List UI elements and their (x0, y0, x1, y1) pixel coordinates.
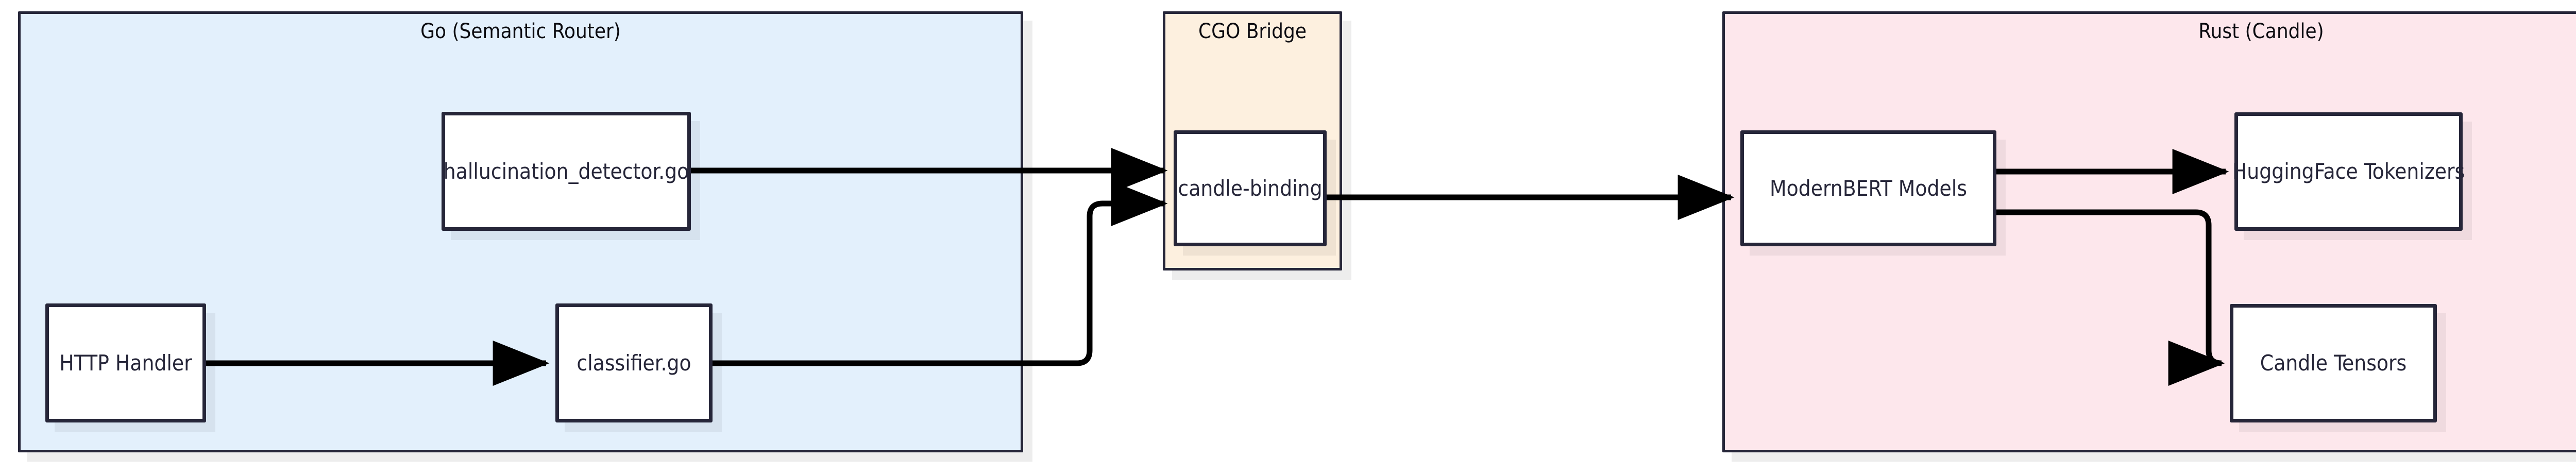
cluster-rust-title: Rust (Candle) (2198, 20, 2324, 43)
cluster-cgo-title: CGO Bridge (1198, 20, 1307, 43)
node-hallucination-detector-label: hallucination_detector.go (443, 158, 689, 184)
node-hallucination-detector[interactable]: hallucination_detector.go (442, 112, 691, 231)
node-huggingface-tokenizers-label: HuggingFace Tokenizers (2232, 159, 2465, 184)
node-candle-binding-label: candle-binding (1178, 175, 1323, 201)
node-candle-tensors-label: Candle Tensors (2260, 350, 2407, 376)
node-modernbert-models[interactable]: ModernBERT Models (1740, 130, 1996, 246)
node-huggingface-tokenizers[interactable]: HuggingFace Tokenizers (2232, 112, 2465, 231)
node-modernbert-models-label: ModernBERT Models (1770, 175, 1967, 201)
node-candle-binding[interactable]: candle-binding (1174, 130, 1327, 246)
node-classifier[interactable]: classifier.go (555, 303, 713, 422)
node-classifier-label: classifier.go (577, 350, 691, 376)
cluster-go-title: Go (Semantic Router) (420, 20, 621, 43)
node-http-handler-label: HTTP Handler (59, 350, 192, 376)
node-http-handler[interactable]: HTTP Handler (45, 303, 206, 422)
node-candle-tensors[interactable]: Candle Tensors (2230, 304, 2437, 422)
